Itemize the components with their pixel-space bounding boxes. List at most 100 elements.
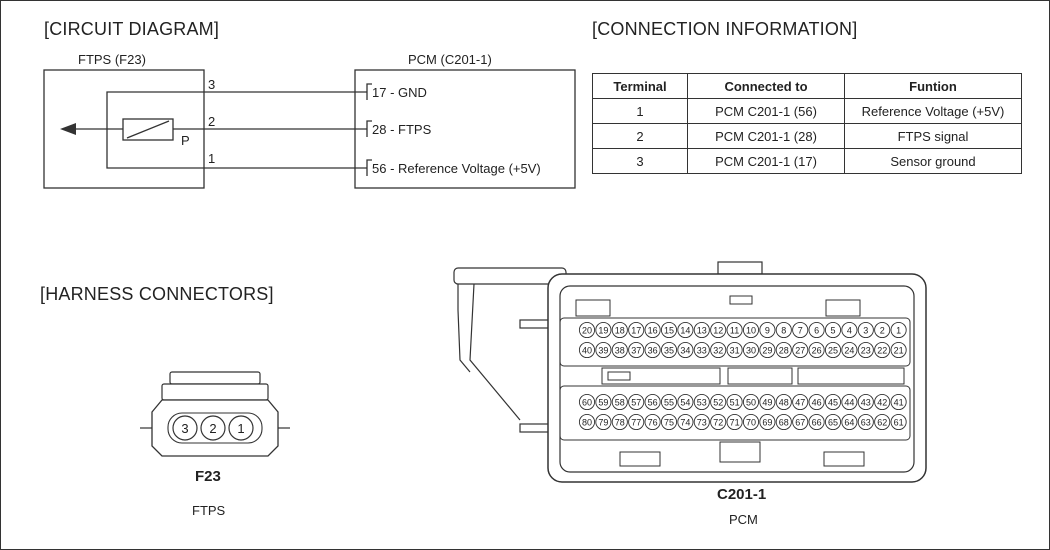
c201-pin-label: 11 [730, 325, 739, 335]
c201-pin-label: 26 [812, 345, 822, 355]
c201-pin-label: 47 [795, 397, 805, 407]
c201-pin-label: 42 [877, 397, 887, 407]
c201-pin [595, 321, 612, 339]
c201-pin [841, 321, 858, 339]
c201-pin-label: 29 [762, 345, 772, 355]
c201-pin [660, 393, 678, 411]
f23-name: FTPS [192, 503, 226, 518]
c201-pin [874, 321, 891, 339]
c201-pin [660, 413, 678, 431]
c201-pin [693, 393, 710, 411]
c201-pin [742, 413, 760, 431]
pcm-label: PCM (C201-1) [408, 52, 492, 67]
connection-info-title: [CONNECTION INFORMATION] [592, 19, 858, 39]
c201-pin [677, 341, 694, 359]
pin-28-bracket [366, 120, 372, 137]
c201-pin-label: 28 [779, 345, 789, 355]
c201-code: C201-1 [717, 486, 767, 503]
c201-pin-label: 59 [598, 397, 608, 407]
c201-pin-label: 65 [828, 417, 838, 427]
c201-pin [808, 341, 825, 359]
c201-pin-label: 23 [861, 345, 871, 355]
c201-pin [726, 321, 743, 339]
c201-pin-label: 68 [779, 417, 789, 427]
sensor-slash [126, 120, 170, 139]
pcm-pin-28-label: 28 - FTPS [372, 122, 432, 137]
c201-pin [841, 341, 858, 359]
c201-pin [611, 341, 628, 359]
c201-pin [841, 393, 858, 411]
c201-pin [660, 321, 678, 339]
c201-pin [792, 341, 809, 359]
harness-connectors-title: [HARNESS CONNECTORS] [40, 284, 274, 304]
c201-pin [808, 413, 825, 431]
c201-pin-label: 4 [847, 325, 852, 335]
c201-pin [824, 413, 842, 431]
pcm-pin-56-label: 56 - Reference Voltage (+5V) [372, 161, 541, 176]
c201-pin [759, 341, 776, 359]
c201-pin [628, 341, 645, 359]
c201-pin-label: 25 [828, 345, 838, 355]
c201-pin [710, 413, 727, 431]
c201-pin-label: 49 [762, 397, 772, 407]
c201-pin-label: 69 [762, 417, 772, 427]
c201-pin-label: 38 [615, 345, 625, 355]
c201-pin-label: 55 [664, 397, 674, 407]
c201-pin [824, 393, 842, 411]
c201-pin [578, 393, 596, 411]
c201-pin [628, 393, 645, 411]
cell-connected-to: PCM C201-1 (17) [687, 148, 845, 174]
c201-pin-label: 64 [844, 417, 854, 427]
cell-terminal: 2 [592, 123, 688, 149]
c201-pin-label: 18 [615, 325, 625, 335]
c201-pin-label: 72 [713, 417, 723, 427]
c201-pin [857, 321, 874, 339]
c201-pin-label: 44 [844, 397, 854, 407]
c201-pin-label: 73 [697, 417, 707, 427]
table-row: 3 PCM C201-1 (17) Sensor ground [592, 148, 1022, 174]
pcm-pin-17-label: 17 - GND [372, 85, 427, 100]
c201-pin-label: 31 [730, 345, 740, 355]
circuit-diagram-title: [CIRCUIT DIAGRAM] [44, 19, 220, 39]
c201-pin [677, 413, 694, 431]
c201-pin-label: 1 [896, 325, 901, 335]
c201-pin-label: 37 [631, 345, 641, 355]
c201-pin-label: 14 [680, 325, 690, 335]
c201-pin-label: 62 [877, 417, 887, 427]
connection-table: Terminal Connected to Funtion 1 PCM C201… [592, 73, 1022, 174]
c201-pin-label: 30 [746, 345, 756, 355]
c201-pin-label: 13 [697, 325, 707, 335]
c201-pin-label: 16 [648, 325, 658, 335]
c201-pin-label: 20 [582, 325, 592, 335]
ground-and-reference-wire [106, 91, 367, 169]
cell-terminal: 1 [592, 98, 688, 124]
f23-pin-1 [228, 415, 254, 441]
c201-pin [595, 393, 612, 411]
c201-pin-label: 33 [697, 345, 707, 355]
c201-pin [742, 393, 760, 411]
table-row: 2 PCM C201-1 (28) FTPS signal [592, 123, 1022, 149]
c201-pin [857, 341, 874, 359]
c201-pin-label: 43 [861, 397, 871, 407]
cell-function: Sensor ground [844, 148, 1022, 174]
c201-pin [824, 321, 842, 339]
c201-pin-label: 74 [680, 417, 690, 427]
c201-pin-label: 6 [814, 325, 819, 335]
c201-pin-label: 2 [880, 325, 885, 335]
c201-pin [710, 393, 727, 411]
c201-pin [890, 321, 907, 339]
c201-pin [726, 393, 743, 411]
f23-pin-2 [200, 415, 226, 441]
c201-pin-label: 66 [812, 417, 822, 427]
sensor-pin-3: 3 [208, 77, 216, 92]
c201-pin-label: 15 [664, 325, 674, 335]
c201-pin [824, 341, 842, 359]
pin-56-bracket [366, 159, 372, 176]
c201-pin [628, 321, 645, 339]
f23-pin-3 [172, 415, 198, 441]
c201-pin-label: 19 [598, 325, 608, 335]
c201-pin [611, 413, 628, 431]
c201-pin [874, 413, 891, 431]
c201-pin-label: 51 [730, 397, 740, 407]
